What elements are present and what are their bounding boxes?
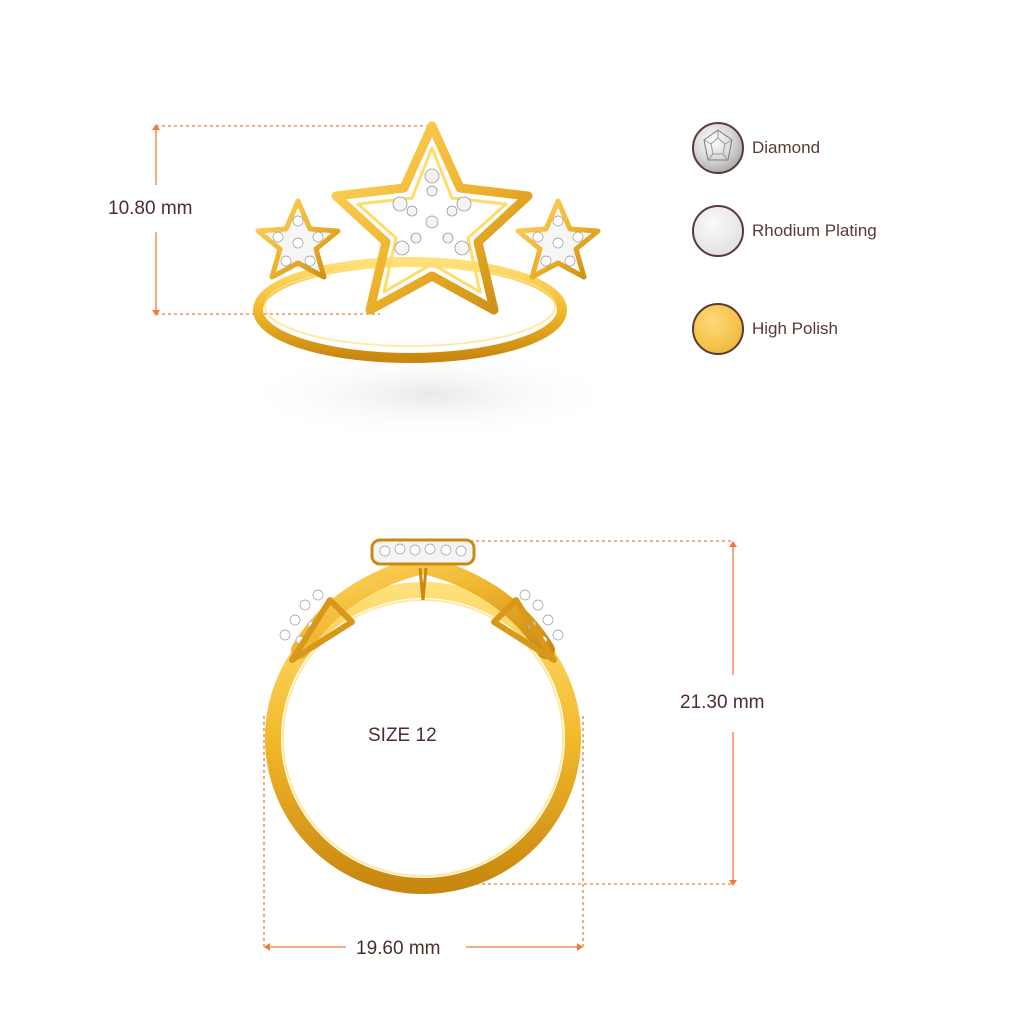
legend-item-rhodium: Rhodium Plating bbox=[692, 205, 877, 257]
rhodium-swatch-icon bbox=[692, 205, 744, 257]
diamond-swatch-icon bbox=[692, 122, 744, 174]
width-label: 19.60 mm bbox=[356, 938, 441, 959]
legend-label: Rhodium Plating bbox=[752, 221, 877, 240]
ring-shadow bbox=[240, 350, 620, 440]
legend-label: High Polish bbox=[752, 319, 838, 338]
legend-item-high-polish: High Polish bbox=[692, 303, 838, 355]
top-ring bbox=[253, 121, 601, 363]
height-label: 10.80 mm bbox=[108, 198, 193, 219]
gold-swatch-icon bbox=[692, 303, 744, 355]
total-height-label: 21.30 mm bbox=[680, 692, 765, 713]
ring-size-label: SIZE 12 bbox=[368, 725, 437, 746]
width-dimension-line bbox=[263, 716, 584, 951]
height-dimension-line bbox=[152, 124, 430, 316]
total-height-dimension-line bbox=[440, 540, 737, 886]
legend-item-diamond: Diamond bbox=[692, 122, 820, 174]
side-ring bbox=[265, 538, 581, 894]
legend-label: Diamond bbox=[752, 138, 821, 157]
